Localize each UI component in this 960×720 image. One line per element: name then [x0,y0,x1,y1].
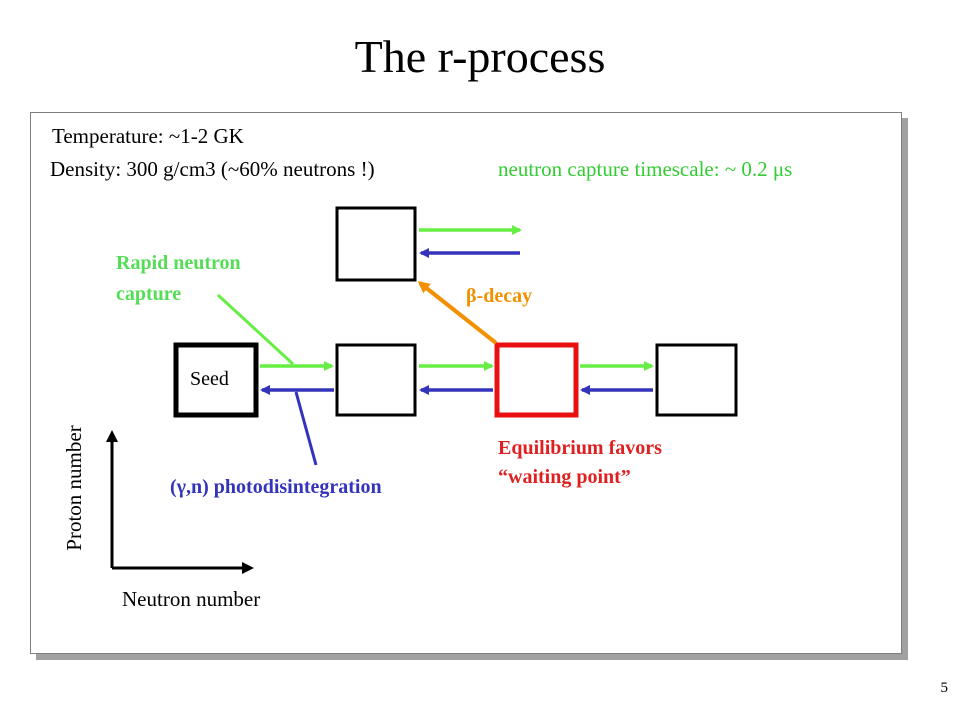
seed-box [173,342,259,418]
y-axis-label: Proton number [62,425,86,551]
equilibrium-label-line1: Equilibrium favors [498,437,662,459]
density-text: Density: 300 g/cm3 (~60% neutrons !) [50,157,375,181]
waiting-point-box [494,342,579,418]
beta-decay-arrow [417,281,498,345]
nuclide-box-2 [335,343,417,417]
nuclide-box-4 [655,343,738,417]
equilibrium-label-line2: “waiting point” [498,466,631,488]
slide-title: The r-process [354,31,606,82]
temperature-text: Temperature: ~1-2 GK [52,124,244,148]
rapid-capture-label-line2: capture [116,283,182,305]
x-axis-label: Neutron number [122,587,261,611]
rapid-capture-label-line1: Rapid neutron [116,252,241,274]
beta-decay-label: β-decay [466,285,533,307]
timescale-text: neutron capture timescale: ~ 0.2 μs [498,157,793,181]
seed-label: Seed [190,368,229,390]
photodisintegration-label: (γ,n) photodisintegration [170,476,382,498]
page-number: 5 [940,680,949,696]
daughter-box [335,206,417,282]
photo-pointer [294,391,318,466]
capture-pointer [216,293,295,366]
